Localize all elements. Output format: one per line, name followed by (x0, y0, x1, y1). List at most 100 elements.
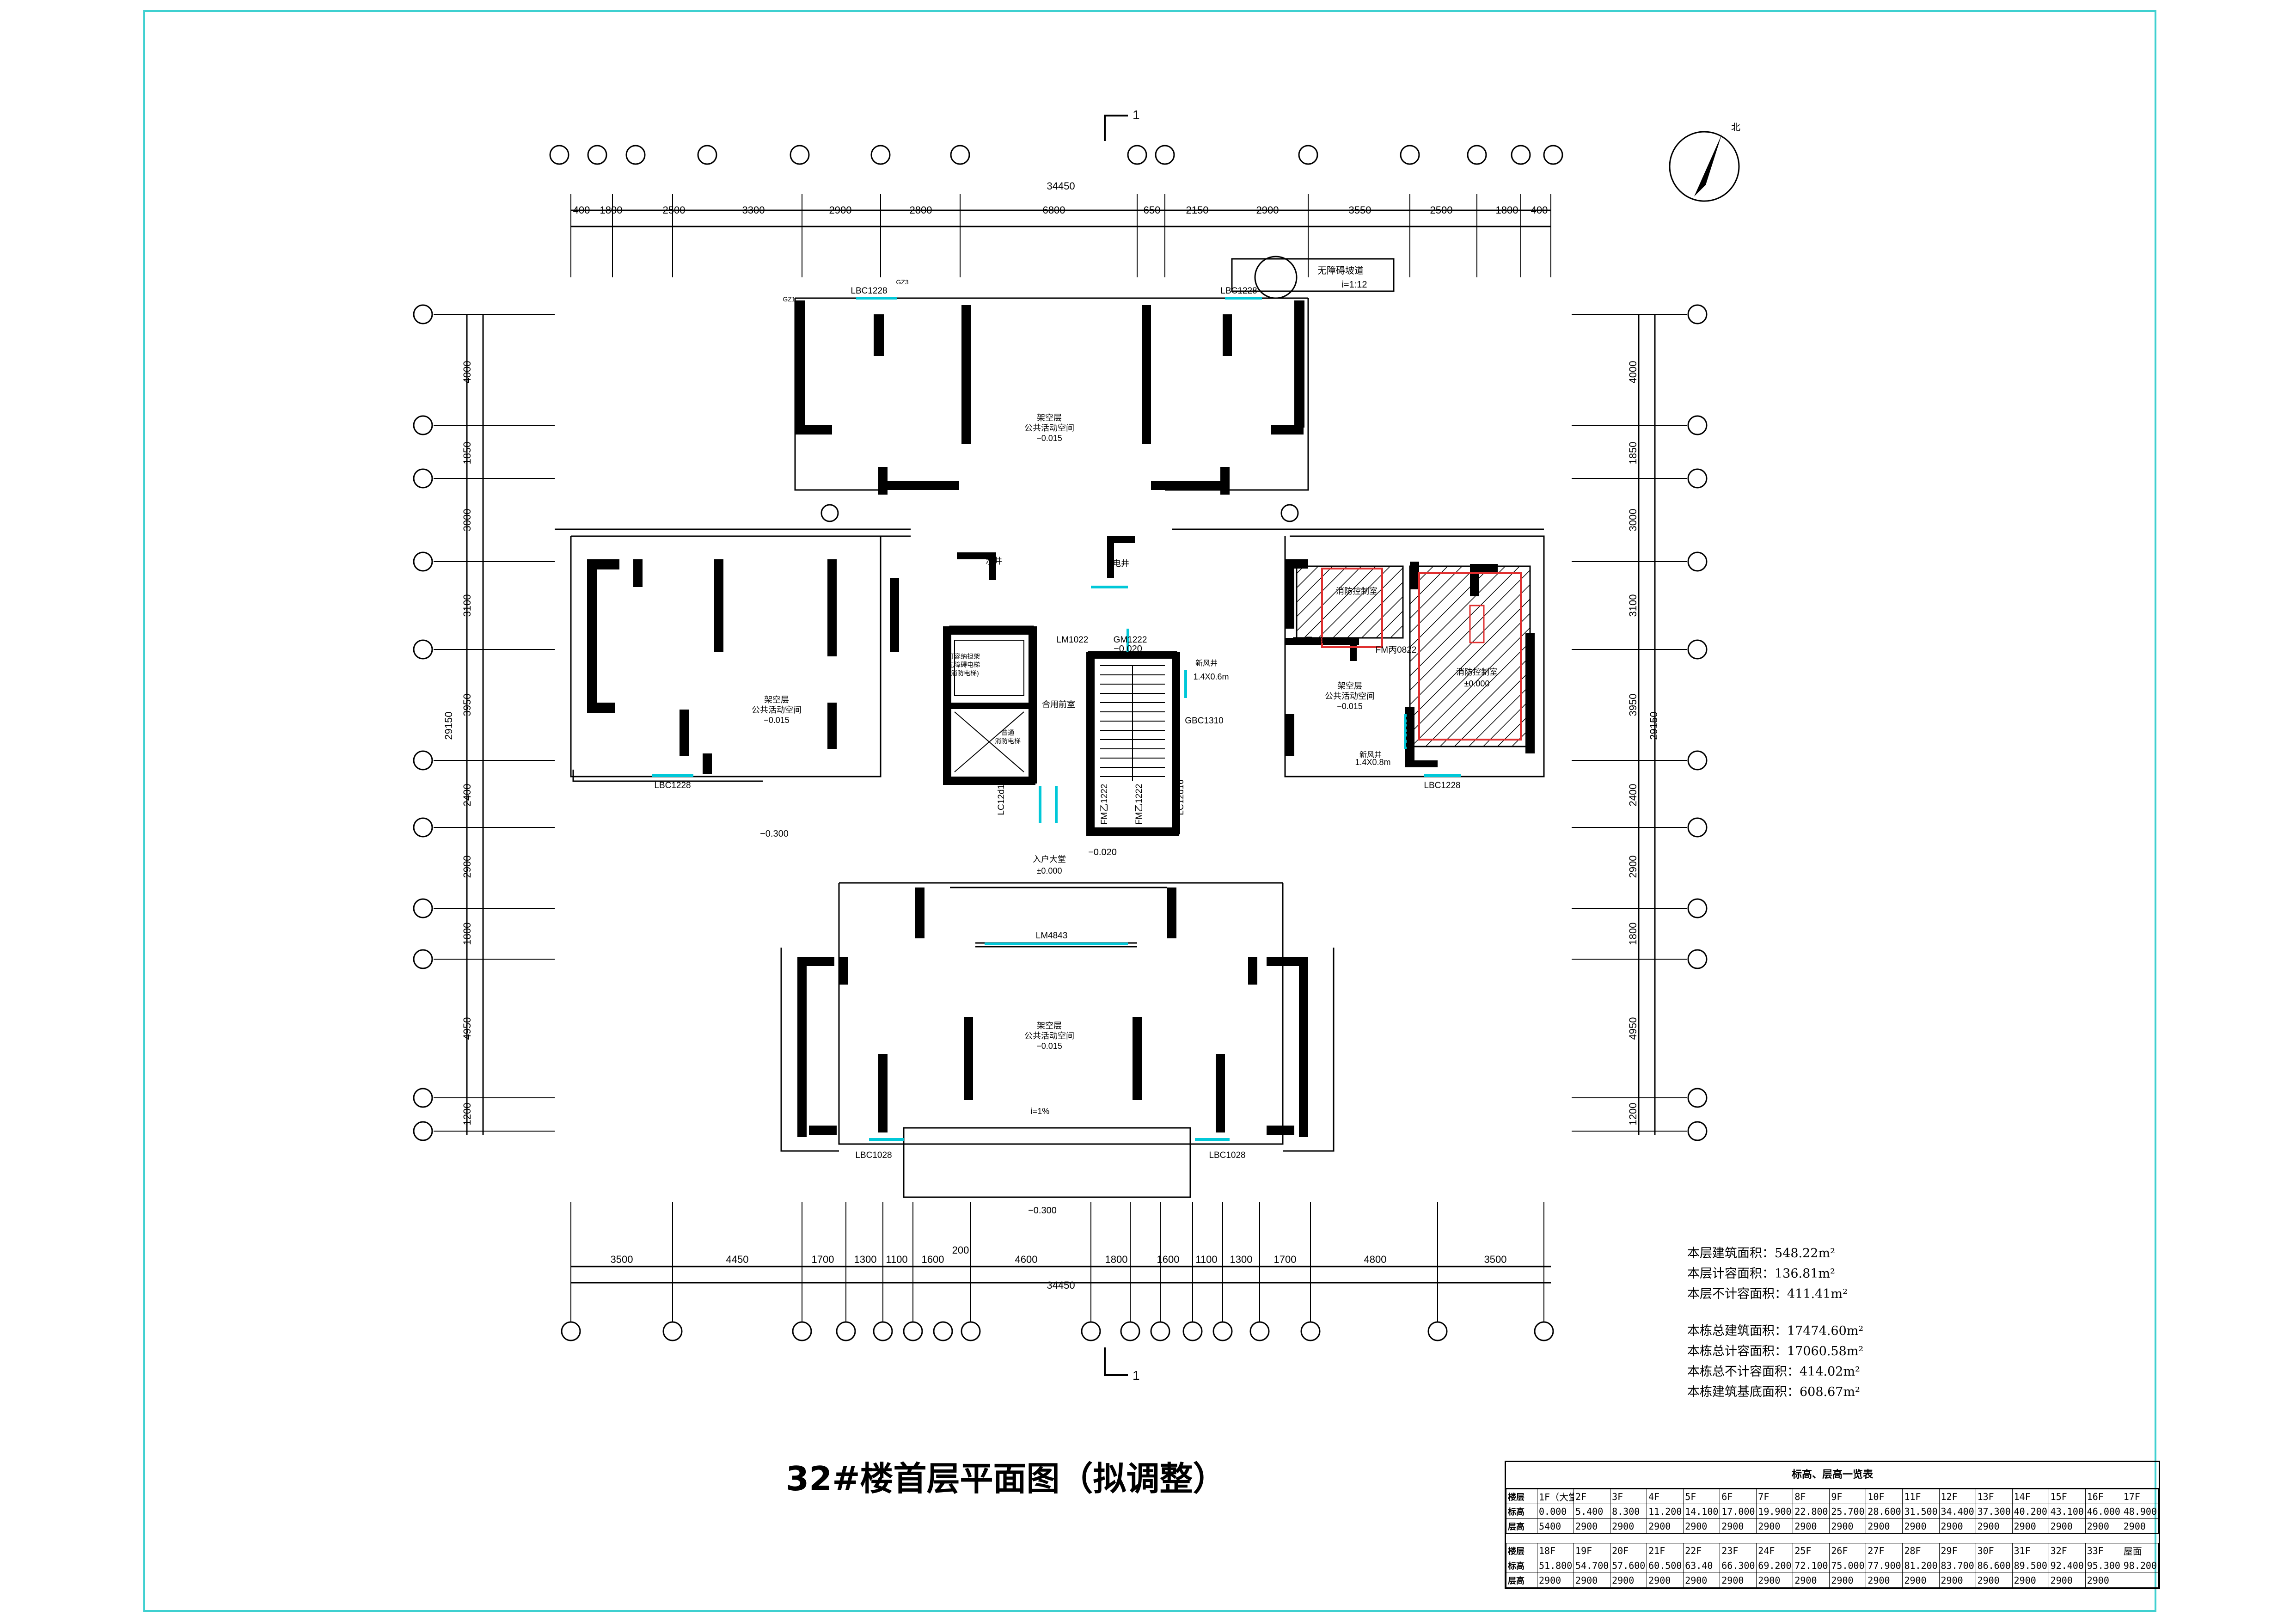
svg-text:200: 200 (952, 1244, 969, 1256)
table-cell: 2900 (1975, 1518, 2013, 1534)
table-cell: 17.000 (1720, 1504, 1757, 1519)
plan-outline (570, 297, 1545, 1198)
table-cell: 4F (1647, 1489, 1684, 1504)
table-cell: 31.500 (1902, 1504, 1940, 1519)
right-dimensions: 4000 1850 3000 3100 3950 2400 2900 1800 … (1627, 361, 1659, 1126)
table-separator (1506, 1533, 2159, 1543)
svg-text:3300: 3300 (742, 204, 765, 216)
area-summary: 本层建筑面积：548.22m² 本层计容面积：136.81m² 本层不计容面积：… (1687, 1243, 1863, 1402)
table-cell: 屋面 (2121, 1543, 2159, 1558)
row-label: 楼层 (1506, 1543, 1537, 1558)
table-cell: 81.200 (1902, 1558, 1940, 1573)
table-cell: 23F (1720, 1543, 1757, 1558)
svg-text:4600: 4600 (1015, 1254, 1038, 1265)
table-cell: 86.600 (1975, 1558, 2013, 1573)
table-cell: 32F (2048, 1543, 2086, 1558)
table-cell: 17F (2121, 1489, 2159, 1504)
table-cell: 30F (1975, 1543, 2013, 1558)
row-label: 层高 (1506, 1573, 1537, 1588)
table-cell: 6F (1720, 1489, 1757, 1504)
svg-text:新风井: 新风井 (1195, 659, 1218, 667)
svg-text:3000: 3000 (1627, 509, 1639, 532)
section-mark-top (1104, 115, 1128, 141)
svg-text:4000: 4000 (1627, 361, 1639, 384)
svg-text:2900: 2900 (1627, 856, 1639, 878)
svg-text:4800: 4800 (1364, 1254, 1387, 1265)
svg-text:34450: 34450 (1047, 180, 1075, 192)
table-cell: 33F (2085, 1543, 2122, 1558)
svg-text:无障碍电梯: 无障碍电梯 (948, 661, 980, 668)
table-cell: 5400 (1537, 1518, 1574, 1534)
table-cell: 1F（大堂） (1537, 1489, 1574, 1504)
table-cell: 2900 (1756, 1518, 1794, 1534)
table-row: 楼层1F（大堂）2F3F4F5F6F7F8F9F10F11F12F13F14F1… (1506, 1489, 2159, 1504)
table-cell: 20F (1610, 1543, 1647, 1558)
svg-text:1600: 1600 (922, 1254, 944, 1265)
grid-leaders (434, 194, 1687, 1322)
table-cell: 2900 (1683, 1573, 1720, 1588)
svg-text:FM乙1222: FM乙1222 (1100, 784, 1109, 825)
svg-text:±0.000: ±0.000 (1464, 679, 1490, 688)
svg-text:1.4X0.8m: 1.4X0.8m (1355, 758, 1390, 767)
table-cell: 2900 (1647, 1518, 1684, 1534)
windows (652, 297, 1461, 1141)
svg-text:1800: 1800 (461, 923, 473, 945)
svg-text:FM乙0822: FM乙0822 (1292, 636, 1334, 646)
svg-text:400: 400 (1531, 204, 1548, 216)
grid-bubbles-left (413, 304, 433, 1141)
top-dimensions: 34450 400 1800 2500 3300 2900 2800 6800 … (573, 180, 1548, 216)
svg-text:1850: 1850 (1627, 442, 1639, 465)
window-tags: LBC1228 LBC1228 LBC1228 LBC1228 LBC1028 … (654, 278, 1460, 1160)
svg-text:−0.015: −0.015 (1337, 702, 1363, 711)
drawing-frame (143, 10, 2156, 1612)
table-cell: 89.500 (2012, 1558, 2049, 1573)
svg-text:LC12d16: LC12d16 (1176, 779, 1186, 815)
svg-text:34450: 34450 (1047, 1279, 1075, 1291)
table-cell (2121, 1573, 2159, 1588)
svg-text:LBC1228: LBC1228 (654, 781, 691, 790)
table-cell: 98.200 (2121, 1558, 2159, 1573)
svg-text:LM4843: LM4843 (1036, 931, 1068, 941)
table-cell: 19F (1574, 1543, 1611, 1558)
svg-text:GBC1310: GBC1310 (1405, 716, 1414, 754)
svg-text:1300: 1300 (854, 1254, 877, 1265)
left-dimensions: 4000 1850 3000 3100 3950 2400 2900 1800 … (443, 361, 473, 1126)
table-cell: 77.900 (1866, 1558, 1903, 1573)
north-label: 北 (1731, 122, 1740, 133)
section-mark-bottom-label: 1 (1133, 1368, 1140, 1383)
svg-text:LC12d16: LC12d16 (997, 779, 1006, 815)
table-cell: 14F (2012, 1489, 2049, 1504)
bottom-dimensions: 3500 4450 1700 1300 1100 1600 200 4600 1… (611, 1244, 1507, 1291)
svg-text:架空层: 架空层 (1037, 413, 1062, 422)
svg-text:架空层: 架空层 (1337, 681, 1362, 691)
table-cell: 63.40 (1683, 1558, 1720, 1573)
table-cell: 72.100 (1793, 1558, 1830, 1573)
svg-text:GZ1: GZ1 (783, 295, 795, 303)
svg-text:FM乙1222: FM乙1222 (1134, 784, 1144, 825)
svg-text:1100: 1100 (886, 1254, 907, 1265)
svg-text:GZ3: GZ3 (896, 278, 908, 286)
table-cell: 2900 (2121, 1518, 2159, 1534)
table-cell: 2900 (1793, 1573, 1830, 1588)
grid-bubbles-inner (820, 504, 1299, 522)
svg-text:1800: 1800 (1105, 1254, 1128, 1265)
svg-text:消防电梯: 消防电梯 (995, 737, 1021, 745)
svg-text:4950: 4950 (461, 1017, 473, 1040)
svg-text:3100: 3100 (1627, 594, 1639, 617)
svg-text:新风井: 新风井 (1359, 751, 1382, 759)
table-cell: 69.200 (1756, 1558, 1794, 1573)
svg-text:LBC1028: LBC1028 (1209, 1151, 1245, 1160)
grid-bubbles-bottom (561, 1321, 1554, 1341)
floor-gross-area: 本层建筑面积：548.22m² (1687, 1246, 1835, 1261)
svg-text:650: 650 (1144, 204, 1161, 216)
table-cell: 75.000 (1829, 1558, 1867, 1573)
table-cell: 2900 (1610, 1518, 1647, 1534)
svg-text:1800: 1800 (1627, 923, 1639, 945)
svg-text:1.4X0.6m: 1.4X0.6m (1193, 672, 1229, 681)
svg-text:4950: 4950 (1627, 1017, 1639, 1040)
table-cell: 2900 (2012, 1573, 2049, 1588)
table-cell: 57.600 (1610, 1558, 1647, 1573)
svg-text:公共活动空间: 公共活动空间 (1024, 423, 1074, 433)
